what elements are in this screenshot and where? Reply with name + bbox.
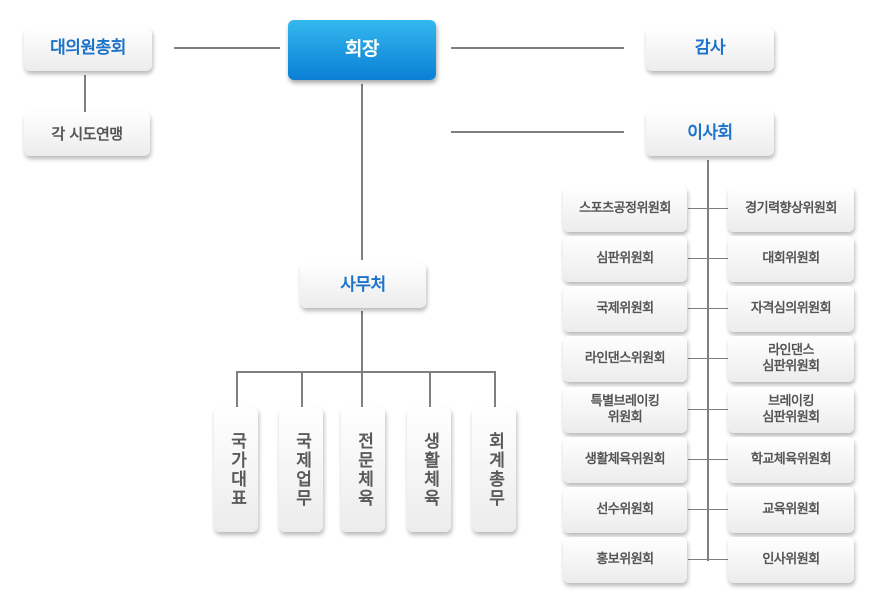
department-box-national-team: 국가대표: [214, 407, 258, 532]
committee-box-right-8: 인사위원회: [728, 537, 854, 583]
connector-dept-4: [429, 371, 431, 407]
connector-committee-row-1: [688, 208, 728, 209]
department-box-international: 국제업무: [279, 407, 323, 532]
committee-box-right-2: 대회위원회: [728, 236, 854, 282]
auditor-box: 감사: [646, 27, 774, 71]
connector-delegates-provincial: [84, 75, 86, 112]
connector-committee-row-2: [688, 258, 728, 259]
connector-secretariat-departments: [361, 311, 363, 371]
provincial-box: 각 시도연맹: [24, 112, 150, 156]
connector-committee-row-4: [688, 358, 728, 359]
connector-board: [451, 131, 624, 133]
department-box-sports-for-all: 생활체육: [407, 407, 451, 532]
secretariat-box: 사무처: [300, 263, 426, 308]
connector-dept-2: [301, 371, 303, 407]
committee-box-left-5: 특별브레이킹 위원회: [563, 387, 687, 433]
board-box: 이사회: [646, 111, 774, 156]
committee-box-right-7: 교육위원회: [728, 487, 854, 533]
department-box-elite-sports: 전문체육: [341, 407, 385, 532]
committee-box-left-2: 심판위원회: [563, 236, 687, 282]
committee-box-left-6: 생활체육위원회: [563, 437, 687, 483]
department-box-accounting: 회계총무: [472, 407, 516, 532]
committee-box-left-4: 라인댄스위원회: [563, 336, 687, 382]
connector-dept-3: [361, 371, 363, 407]
committee-box-right-6: 학교체육위원회: [728, 437, 854, 483]
committee-box-left-1: 스포츠공정위원회: [563, 186, 687, 232]
committee-box-left-3: 국제위원회: [563, 286, 687, 332]
delegates-box: 대의원총회: [24, 27, 152, 71]
connector-committee-row-7: [688, 509, 728, 510]
connector-committees-trunk: [707, 160, 709, 561]
connector-dept-5: [494, 371, 496, 407]
committee-box-left-8: 홍보위원회: [563, 537, 687, 583]
connector-committee-row-6: [688, 459, 728, 460]
connector-committee-row-8: [688, 559, 728, 560]
connector-committee-row-3: [688, 308, 728, 309]
connector-committee-row-5: [688, 409, 728, 410]
connector-delegates-chair: [174, 47, 280, 49]
committee-box-right-1: 경기력향상위원회: [728, 186, 854, 232]
chair-box: 회장: [288, 20, 436, 80]
connector-departments-bar: [236, 371, 496, 373]
committee-box-left-7: 선수위원회: [563, 487, 687, 533]
connector-chair-auditor: [451, 47, 624, 49]
committee-box-right-4: 라인댄스 심판위원회: [728, 336, 854, 382]
connector-dept-1: [236, 371, 238, 407]
committee-box-right-5: 브레이킹 심판위원회: [728, 387, 854, 433]
connector-chair-secretariat: [361, 84, 363, 260]
committee-box-right-3: 자격심의위원회: [728, 286, 854, 332]
